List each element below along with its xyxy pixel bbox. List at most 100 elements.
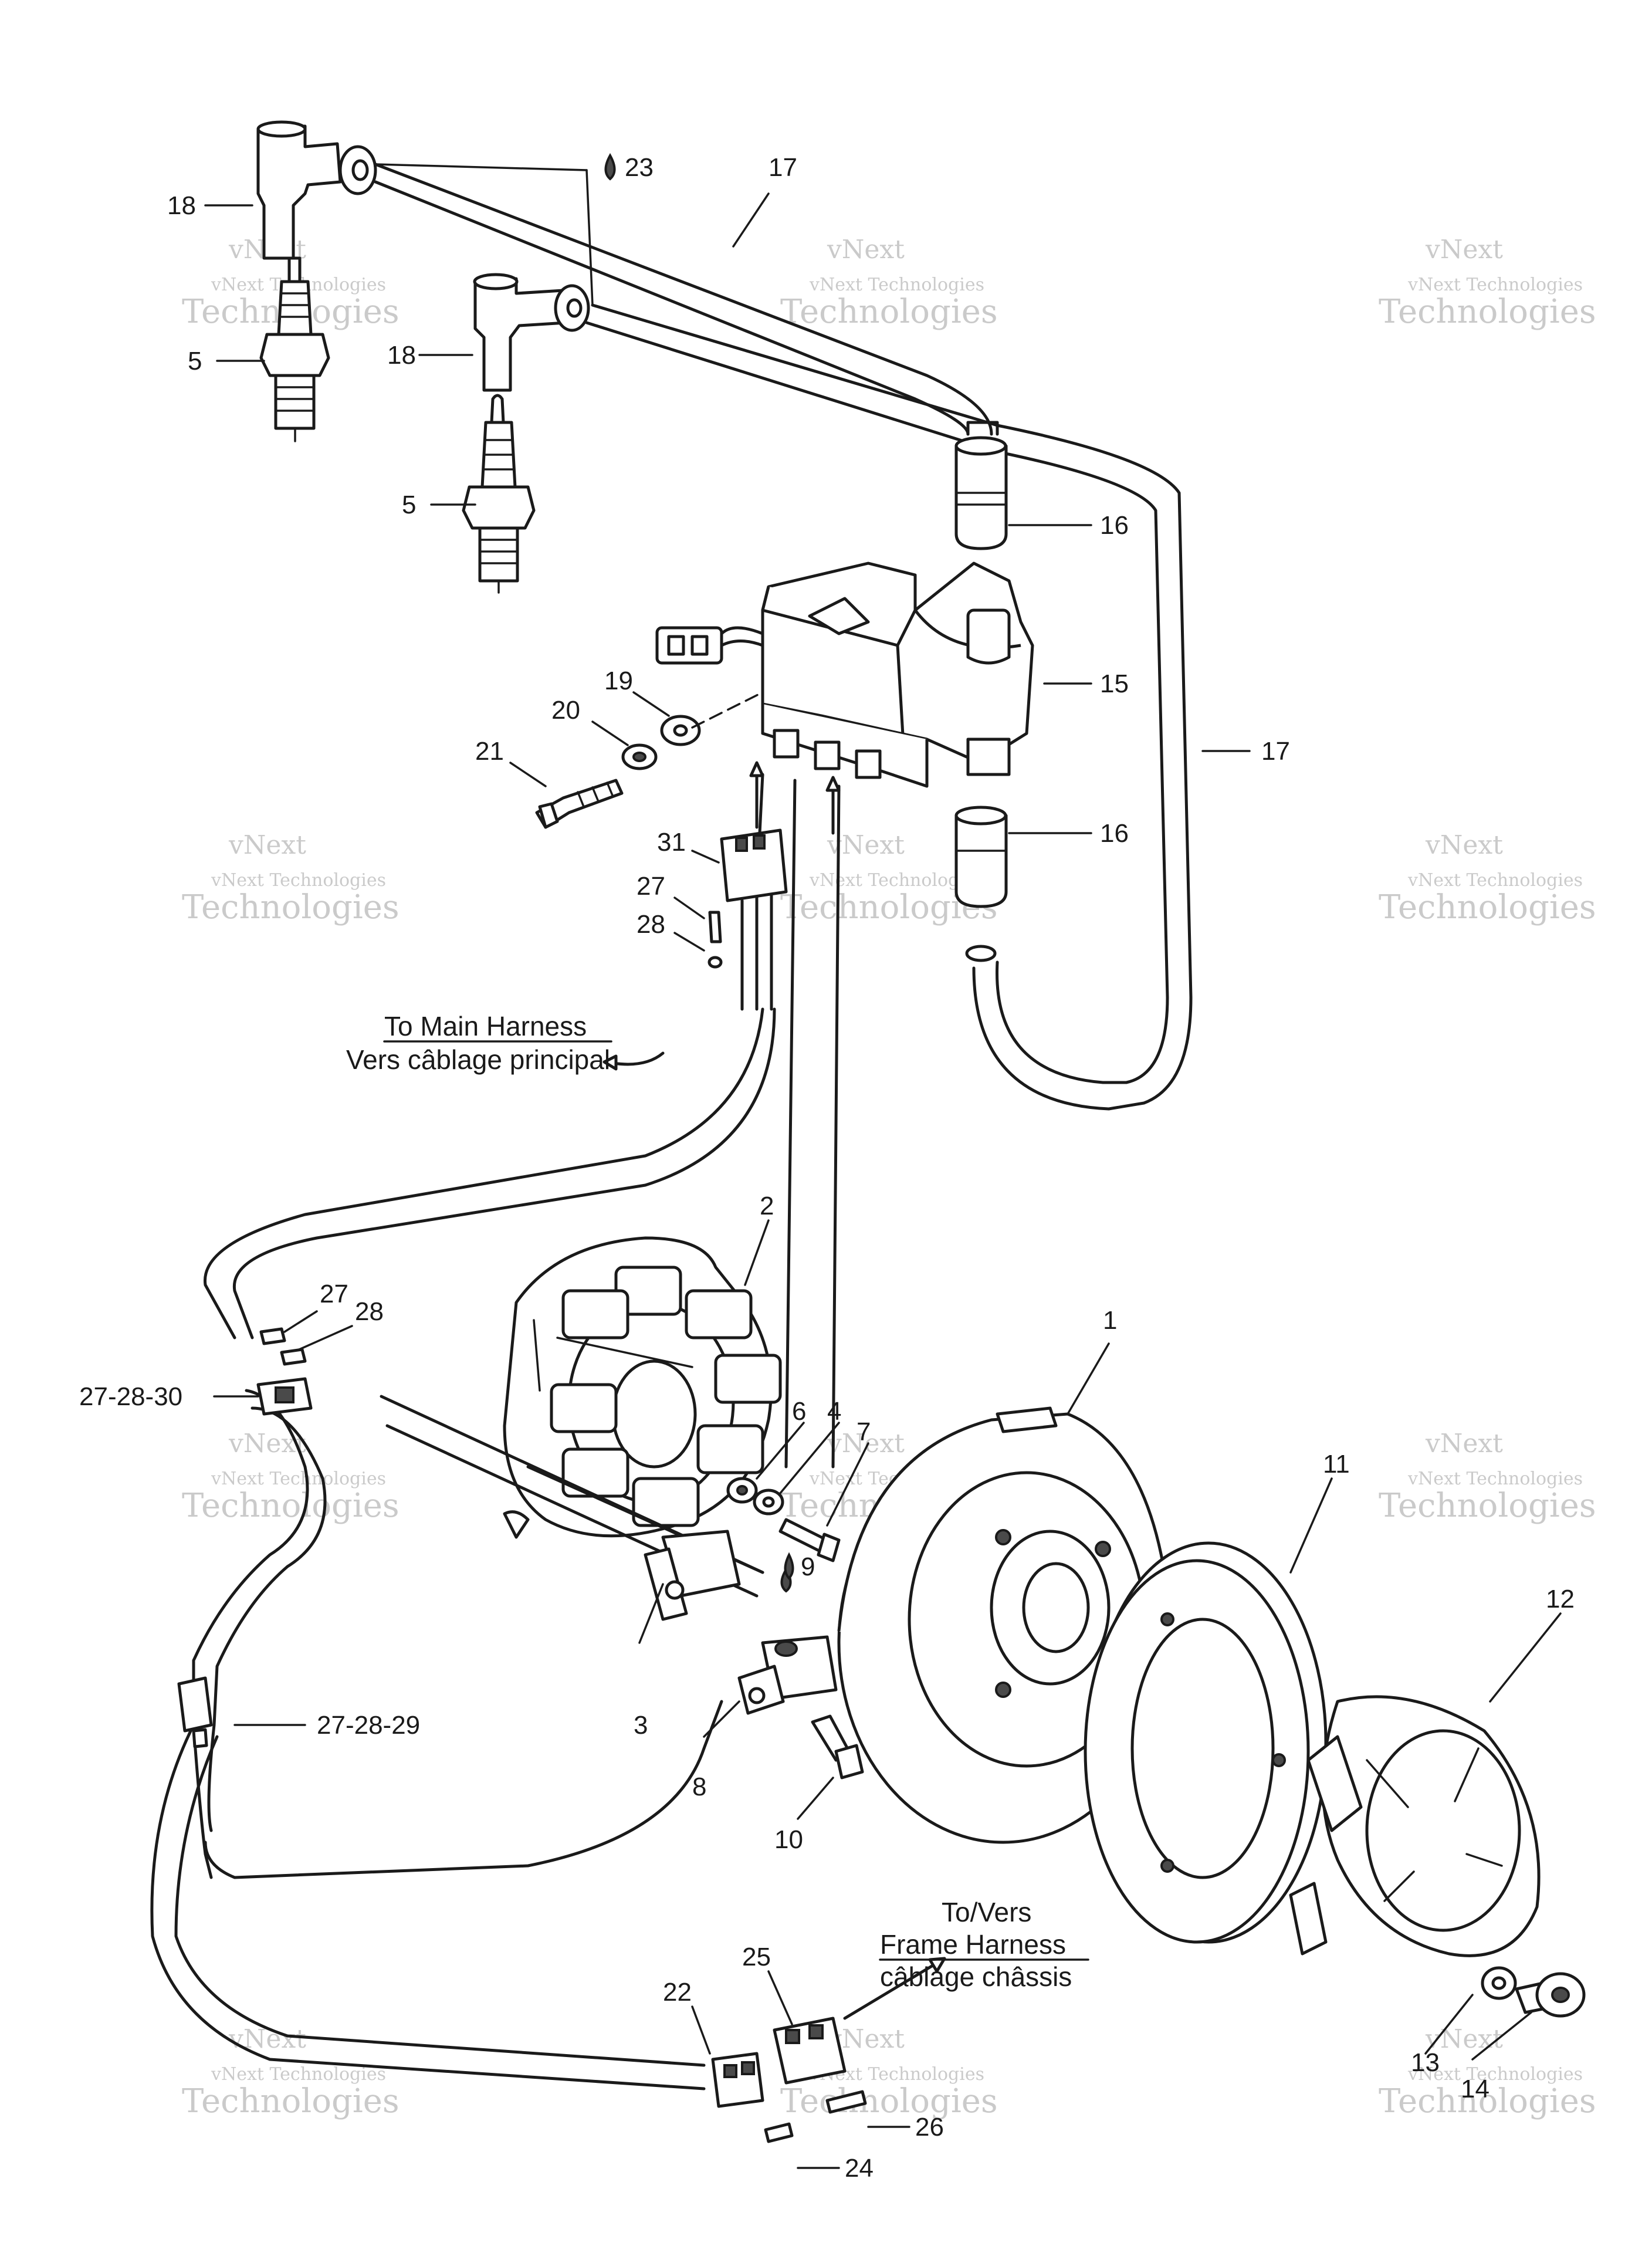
stator: [503, 1236, 782, 1538]
svg-text:Technologies: Technologies: [780, 2082, 998, 2120]
connector-25: [773, 2017, 847, 2085]
coil-bolt: [535, 779, 624, 829]
watermark: vNext vNext Technologies Technologies: [1379, 830, 1596, 926]
trigger-coil: [737, 1635, 838, 1715]
callout-24: 24: [845, 2154, 874, 2183]
callout-18: 18: [387, 341, 416, 370]
callout-25: 25: [742, 1943, 771, 1971]
bolt-14: [1515, 1972, 1586, 2018]
terminal-24: [764, 2122, 794, 2143]
terminal-pin: [707, 911, 723, 969]
wire-boot-lower: [954, 806, 1008, 962]
svg-text:vNext Technologies: vNext Technologies: [1407, 870, 1583, 891]
ignition-coil: [655, 561, 1034, 788]
spark-plug-lower: [462, 394, 536, 594]
svg-text:vNext Technologies: vNext Technologies: [211, 2064, 386, 2085]
svg-text:vNext Technologies: vNext Technologies: [1407, 2064, 1583, 2085]
svg-text:Technologies: Technologies: [182, 888, 400, 926]
washer-4: [753, 1489, 784, 1515]
callout-5: 5: [402, 490, 416, 519]
trigger-coil-upper: [644, 1530, 741, 1621]
callout-17: 17: [769, 153, 797, 182]
callout-13: 13: [1411, 2048, 1440, 2077]
watermark: vNext vNext Technologies Technologies: [1379, 1429, 1596, 1525]
callout-4: 4: [827, 1397, 841, 1426]
watermark: vNext vNext Technologies Technologies: [1379, 2024, 1596, 2120]
svg-text:Technologies: Technologies: [780, 293, 998, 331]
callout-2: 2: [760, 1192, 774, 1220]
callout-17: 17: [1261, 737, 1290, 766]
callout-31: 31: [657, 828, 686, 857]
washer-13: [1481, 1966, 1517, 2000]
callout-23: 23: [625, 153, 654, 182]
washer-6: [726, 1477, 758, 1504]
svg-text:Technologies: Technologies: [1379, 888, 1596, 926]
watermarks: vNext vNext Technologies Technologies vN…: [182, 235, 1596, 2120]
assembly-line: [691, 691, 764, 729]
svg-text:vNext: vNext: [1425, 830, 1503, 860]
callout-28: 28: [355, 1297, 384, 1326]
callout-7: 7: [857, 1418, 871, 1446]
watermark: vNext vNext Technologies Technologies: [182, 830, 400, 926]
main-harness-fr: Vers câblage principal: [346, 1044, 610, 1075]
screw-10: [811, 1714, 864, 1780]
svg-text:vNext Technologies: vNext Technologies: [211, 870, 386, 891]
watermark: vNext vNext Technologies Technologies: [780, 2024, 998, 2120]
main-harness-note: To Main Harness Vers câblage principal: [346, 1011, 612, 1075]
spark-plug-upper: [259, 256, 330, 442]
flat-washer: [660, 715, 701, 746]
callout-12: 12: [1546, 1585, 1575, 1613]
callout-3: 3: [634, 1711, 648, 1740]
wire-boot-upper: [954, 436, 1008, 550]
high-tension-wires: [374, 163, 1193, 1111]
svg-text:vNext Technologies: vNext Technologies: [809, 275, 984, 295]
callout-9: 9: [801, 1552, 815, 1581]
svg-text:vNext: vNext: [827, 1429, 905, 1459]
svg-text:vNext: vNext: [827, 235, 905, 265]
spark-plug-cap-lower: [473, 273, 590, 392]
callout-1: 1: [1103, 1306, 1117, 1335]
callout-15: 15: [1100, 669, 1129, 698]
svg-text:Technologies: Technologies: [1379, 293, 1596, 331]
watermark: vNext vNext Technologies Technologies: [780, 235, 998, 331]
watermark: vNext vNext Technologies Technologies: [182, 2024, 400, 2120]
callout-8: 8: [692, 1772, 706, 1801]
connector-27-28-30: [256, 1377, 313, 1416]
svg-text:vNext Technologies: vNext Technologies: [211, 1469, 386, 1489]
callout-6: 6: [792, 1397, 806, 1426]
svg-text:vNext: vNext: [228, 1429, 306, 1459]
callout-28: 28: [637, 910, 665, 939]
callout-20: 20: [551, 696, 580, 725]
svg-text:vNext: vNext: [228, 830, 306, 860]
leader-lines: [204, 163, 1562, 2169]
frame-harness-fr: câblage châssis: [880, 1961, 1072, 1992]
callout-27: 27: [320, 1280, 348, 1308]
callout-16: 16: [1100, 511, 1129, 540]
svg-text:vNext: vNext: [1425, 1429, 1503, 1459]
callout-21: 21: [475, 737, 504, 766]
svg-text:vNext Technologies: vNext Technologies: [1407, 275, 1583, 295]
threadlocker-icon: [604, 153, 616, 181]
callout-5: 5: [188, 347, 202, 376]
callout-27: 27: [637, 872, 665, 901]
pin-terminals: [259, 1327, 307, 1366]
callout-14: 14: [1461, 2075, 1489, 2103]
svg-text:Technologies: Technologies: [1379, 2082, 1596, 2120]
watermark: vNext vNext Technologies Technologies: [1379, 235, 1596, 331]
callout-10: 10: [774, 1825, 803, 1854]
threadlocker-icon: [784, 1552, 794, 1580]
svg-text:Technologies: Technologies: [182, 2082, 400, 2120]
spark-plug-cap-upper: [256, 120, 377, 260]
terminal-26: [825, 2090, 867, 2114]
svg-text:vNext: vNext: [1425, 235, 1503, 265]
arrows: [602, 761, 841, 1071]
starter-pulley: [1084, 1541, 1328, 1944]
coil-harness: [203, 773, 841, 1469]
callout-26: 26: [915, 2113, 944, 2142]
callout-11: 11: [1323, 1450, 1350, 1479]
frame-harness-en: Frame Harness: [880, 1929, 1066, 1960]
screw-7: [778, 1518, 841, 1562]
flywheel: [837, 1406, 1172, 1844]
connector-housing: [720, 828, 788, 1011]
